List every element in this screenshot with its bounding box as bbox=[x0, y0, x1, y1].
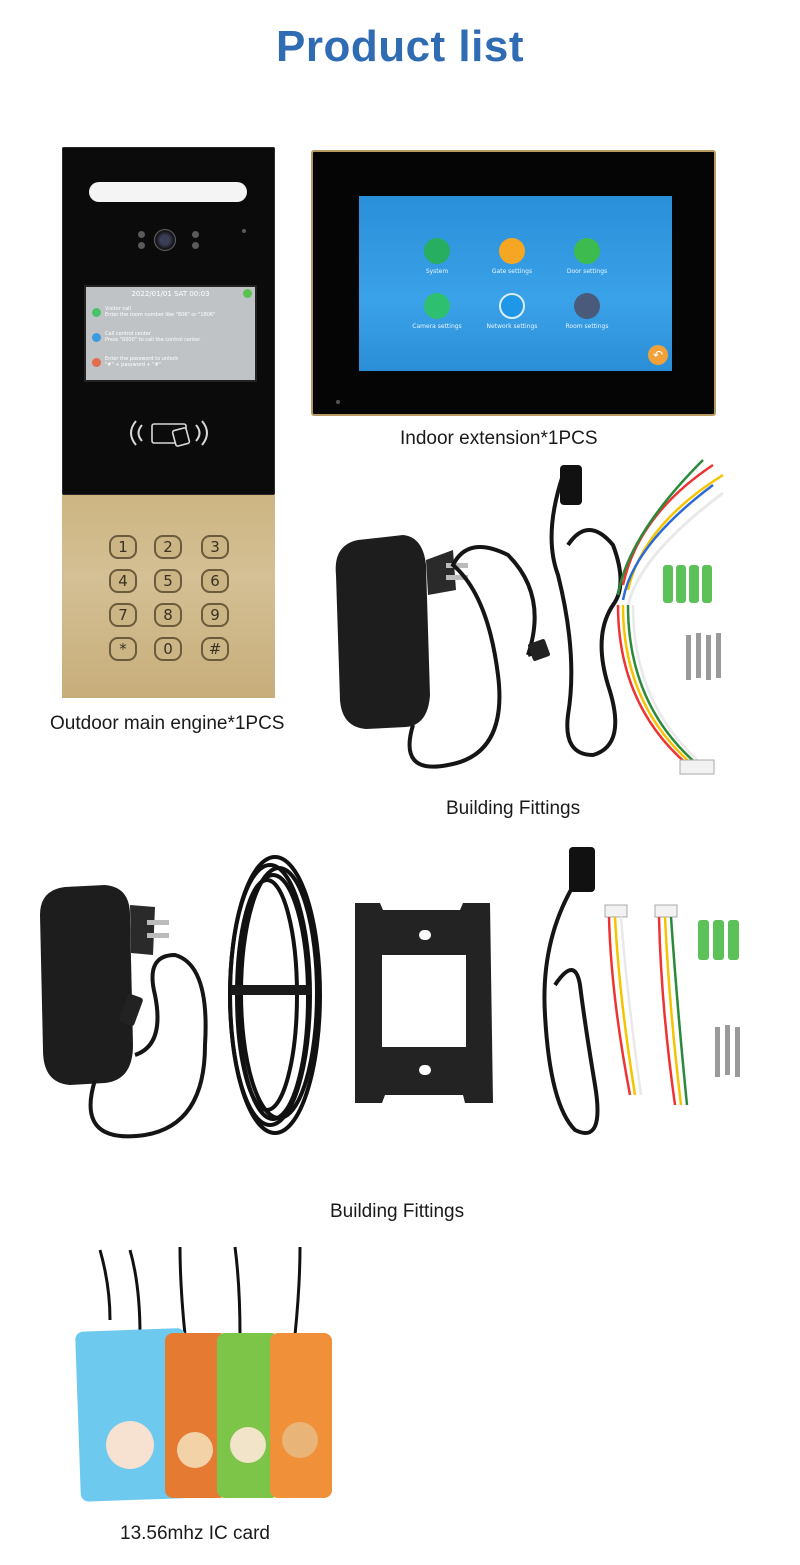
wall-anchors-icon bbox=[663, 565, 712, 603]
wall-anchors-icon bbox=[698, 920, 739, 960]
power-adapter-icon bbox=[40, 885, 169, 1085]
app-camera: Camera settings bbox=[402, 293, 472, 330]
mounting-bracket-icon bbox=[355, 903, 493, 1103]
ir-led bbox=[192, 242, 199, 249]
cable-tie-icon bbox=[231, 985, 311, 995]
screen-row: Enter the password to unlock"#" + passwo… bbox=[92, 356, 252, 368]
rfid-card-icon bbox=[130, 420, 208, 447]
gate-icon bbox=[499, 238, 525, 264]
ic-card-green bbox=[217, 1333, 279, 1498]
app-label: System bbox=[425, 268, 449, 275]
cartoon-icon bbox=[106, 1421, 154, 1469]
key-6: 6 bbox=[201, 569, 229, 593]
wire-harness-icon bbox=[604, 904, 689, 1106]
page-title: Product list bbox=[275, 22, 525, 71]
key-0: 0 bbox=[154, 637, 182, 661]
indoor-monitor-image: System Gate settings Door settings Camer… bbox=[311, 150, 716, 416]
ic-cards-image bbox=[75, 1246, 332, 1502]
cartoon-icon bbox=[282, 1422, 318, 1458]
ir-led bbox=[138, 231, 145, 238]
dc-plug-icon bbox=[528, 639, 550, 661]
light-strip bbox=[89, 182, 247, 202]
app-label: Room settings bbox=[565, 323, 609, 330]
row-title: Call control center bbox=[105, 331, 151, 337]
app-gate: Gate settings bbox=[477, 238, 547, 275]
mic-hole bbox=[242, 229, 246, 233]
app-network: Network settings bbox=[477, 293, 547, 330]
row-title: Visitor call bbox=[105, 306, 131, 312]
key-hash: # bbox=[201, 637, 229, 661]
caption-fittings-2: Building Fittings bbox=[330, 1201, 465, 1222]
dc-jack-icon bbox=[560, 465, 582, 505]
key-4: 4 bbox=[109, 569, 137, 593]
app-label: Network settings bbox=[486, 323, 538, 330]
key-5: 5 bbox=[154, 569, 182, 593]
cartoon-icon bbox=[230, 1427, 266, 1463]
caption-indoor: Indoor extension*1PCS bbox=[400, 428, 598, 449]
camera-lens-icon bbox=[154, 229, 176, 251]
network-icon bbox=[499, 293, 525, 319]
status-icon bbox=[243, 289, 252, 298]
caption-ic-card: 13.56mhz IC card bbox=[120, 1523, 270, 1544]
row-desc: Press "0000" to call the control center bbox=[105, 337, 201, 343]
dc-plug-icon bbox=[119, 994, 143, 1026]
app-door: Door settings bbox=[552, 238, 622, 275]
user-icon bbox=[92, 332, 101, 342]
screen-datetime: 2022/01/01 SAT 00:03 bbox=[131, 290, 210, 298]
screws-icon bbox=[686, 633, 721, 680]
row-desc: "#" + password + "#" bbox=[105, 362, 162, 368]
indicator-light bbox=[336, 400, 340, 404]
system-icon bbox=[424, 238, 450, 264]
cartoon-icon bbox=[177, 1432, 213, 1468]
screws-icon bbox=[715, 1025, 740, 1077]
key-3: 3 bbox=[201, 535, 229, 559]
lock-icon bbox=[92, 357, 101, 367]
lanyards-icon bbox=[98, 1246, 302, 1336]
ic-card-orange-2 bbox=[270, 1333, 332, 1498]
key-star: * bbox=[109, 637, 137, 661]
app-label: Camera settings bbox=[412, 323, 462, 330]
row-desc: Enter the room number like "806" or "180… bbox=[105, 312, 216, 318]
fittings-set-1-image bbox=[335, 459, 724, 775]
room-icon bbox=[574, 293, 600, 319]
key-7: 7 bbox=[109, 603, 137, 627]
phone-icon bbox=[92, 307, 101, 317]
door-icon bbox=[574, 238, 600, 264]
key-2: 2 bbox=[154, 535, 182, 559]
power-adapter-icon bbox=[335, 535, 468, 729]
ic-card-blue bbox=[75, 1328, 191, 1502]
camera-icon bbox=[424, 293, 450, 319]
caption-fittings-1: Building Fittings bbox=[446, 798, 581, 819]
fittings-set-2-image bbox=[40, 847, 740, 1139]
row-title: Enter the password to unlock bbox=[105, 356, 179, 362]
back-arrow-icon: ↶ bbox=[648, 345, 668, 365]
dc-jack-icon bbox=[569, 847, 595, 892]
keypad-panel: 1 2 3 4 5 6 7 8 9 * 0 # bbox=[62, 495, 275, 698]
key-8: 8 bbox=[154, 603, 182, 627]
ir-led bbox=[192, 231, 199, 238]
caption-outdoor: Outdoor main engine*1PCS bbox=[50, 713, 285, 734]
app-label: Door settings bbox=[566, 268, 608, 275]
app-room: Room settings bbox=[552, 293, 622, 330]
key-1: 1 bbox=[109, 535, 137, 559]
ir-led bbox=[138, 242, 145, 249]
app-label: Gate settings bbox=[491, 268, 533, 275]
indoor-screen: System Gate settings Door settings Camer… bbox=[359, 196, 672, 371]
key-9: 9 bbox=[201, 603, 229, 627]
wire-harness-icon bbox=[616, 459, 724, 775]
app-system: System bbox=[402, 238, 472, 275]
